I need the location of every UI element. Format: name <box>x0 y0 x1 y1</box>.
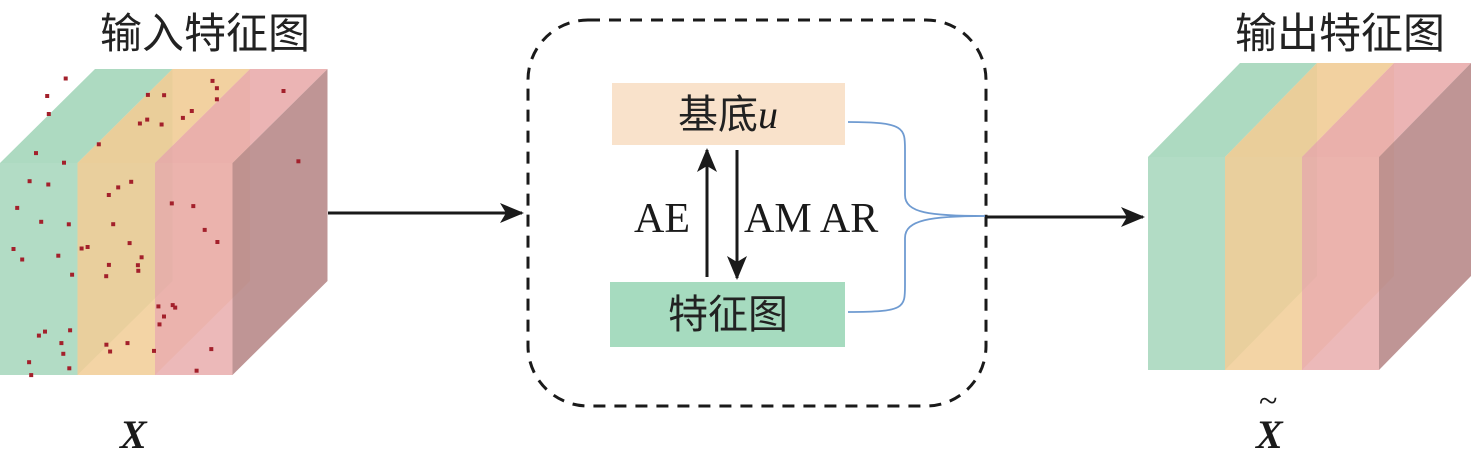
sparse-dot <box>214 97 219 102</box>
sparse-dot <box>209 347 214 352</box>
slab-front-face <box>155 163 233 375</box>
slab-top-face <box>0 69 173 163</box>
slab-front-face <box>1302 157 1379 370</box>
sparse-dot <box>63 76 68 81</box>
sparse-dot <box>20 257 25 262</box>
sparse-dot <box>108 349 113 354</box>
slab-front-face <box>1225 157 1302 370</box>
sparse-dot <box>45 94 50 98</box>
sparse-dot <box>104 274 109 279</box>
feature-map-label: 特征图 <box>668 292 788 338</box>
sparse-dot <box>11 247 16 251</box>
sparse-dot <box>159 122 164 127</box>
sparse-dot <box>129 179 134 184</box>
slab-pink <box>1302 63 1471 370</box>
slab-top-face <box>1225 63 1394 157</box>
slab-top-face <box>1148 63 1317 157</box>
sparse-dot <box>27 179 32 184</box>
slab-side-face <box>1379 63 1471 370</box>
sparse-dot <box>156 304 161 309</box>
input-symbol: X <box>118 412 148 457</box>
slab-pink <box>155 69 328 375</box>
sparse-dot <box>96 142 101 147</box>
sparse-dot <box>139 255 144 260</box>
slab-front-face <box>77 163 155 375</box>
sparse-dot <box>70 272 75 277</box>
sparse-dot <box>215 240 220 244</box>
sparse-dot <box>137 121 142 126</box>
sparse-dot <box>27 360 32 365</box>
sparse-dot <box>62 160 66 165</box>
sparse-dot <box>202 227 207 232</box>
sparse-dot <box>46 112 51 116</box>
sparse-dot <box>61 351 66 356</box>
output-symbol: X <box>1254 412 1284 457</box>
sparse-dot <box>173 305 178 310</box>
sparse-dot <box>152 348 156 353</box>
sparse-dot <box>36 333 41 338</box>
sparse-dot <box>66 222 71 227</box>
output-title: 输出特征图 <box>1235 9 1445 58</box>
sparse-dot <box>145 92 150 97</box>
sparse-dot <box>210 78 215 83</box>
slab-front-face <box>1148 157 1225 370</box>
input-sparse-dots <box>11 76 301 378</box>
sparse-dot <box>46 182 51 187</box>
am-ar-label: AM AR <box>744 196 878 242</box>
slab-top-face <box>1302 63 1471 157</box>
input-title: 输入特征图 <box>100 9 310 58</box>
sparse-dot <box>157 322 162 327</box>
slab-top-face <box>77 69 250 163</box>
sparse-dot <box>43 329 47 334</box>
sparse-dot <box>68 328 73 333</box>
sparse-dot <box>127 241 132 246</box>
sparse-dot <box>135 263 140 268</box>
sparse-dot <box>85 245 90 249</box>
slab-side-face <box>232 69 328 375</box>
sparse-dot <box>67 366 72 371</box>
sparse-dot <box>145 117 150 122</box>
sparse-dot <box>29 373 34 378</box>
sparse-dot <box>15 205 20 210</box>
basis-label: 基底u <box>678 92 778 138</box>
sparse-dot <box>180 115 185 120</box>
sparse-dot <box>59 341 64 346</box>
sparse-dot <box>162 314 166 319</box>
output-symbol-tilde: ~ <box>1259 383 1277 420</box>
sparse-dot <box>281 89 286 93</box>
input-feature-cube <box>0 69 328 375</box>
output-feature-cube <box>1148 63 1471 370</box>
sparse-dot <box>214 86 219 91</box>
sparse-dot <box>106 193 111 197</box>
basis-box <box>612 83 845 145</box>
sparse-dot <box>125 341 130 346</box>
sparse-dot <box>296 159 301 164</box>
sparse-dot <box>104 342 109 347</box>
sparse-dot <box>189 109 194 113</box>
ae-label: AE <box>634 196 690 242</box>
sparse-dot <box>79 246 84 251</box>
sparse-dot <box>111 222 116 227</box>
sparse-dot <box>106 262 111 267</box>
module-boundary <box>526 18 988 408</box>
sparse-dot <box>56 253 61 258</box>
feature-map-box <box>610 282 845 347</box>
sparse-dot <box>169 201 174 206</box>
sparse-dot <box>39 219 44 224</box>
sparse-dot <box>162 93 167 98</box>
sparse-dot <box>34 151 38 156</box>
combine-brace <box>847 121 986 313</box>
sparse-dot <box>116 185 121 190</box>
sparse-dot <box>194 368 199 373</box>
sparse-dot <box>136 268 141 273</box>
slab-front-face <box>0 163 78 375</box>
sparse-dot <box>191 204 196 209</box>
sparse-dot <box>170 303 175 308</box>
